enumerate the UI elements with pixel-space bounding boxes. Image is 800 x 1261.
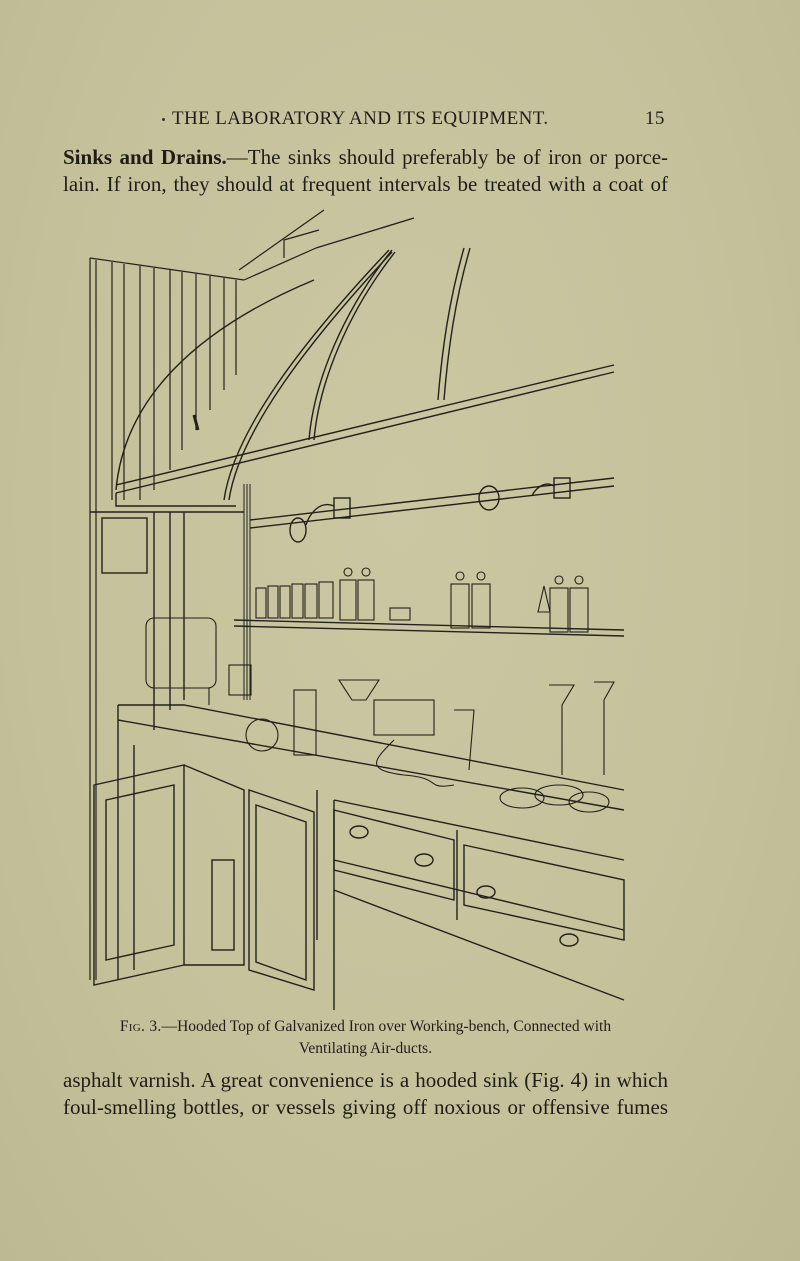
figure-label: Fig. 3. <box>119 1018 162 1035</box>
upper-cabinet-left <box>90 511 244 730</box>
working-bench <box>117 704 625 1010</box>
gas-pipe-with-lamps <box>249 477 615 543</box>
running-head-title: THE LABORATORY AND ITS EQUIPMENT. <box>172 108 549 129</box>
galvanized-hood <box>115 217 615 700</box>
figure-hooded-bench-illustration <box>89 209 625 1010</box>
section-heading: Sinks and Drains. <box>63 145 227 169</box>
reagent-bottles <box>255 567 589 633</box>
caption-text-line2: Ventilating Air-ducts. <box>298 1040 433 1057</box>
drawer-handle <box>414 853 434 867</box>
paragraph-line: foul-smelling bottles, or vessels giving… <box>63 1095 668 1119</box>
paragraph-line: lain. If iron, they should at frequent i… <box>63 172 668 196</box>
reagent-shelf <box>233 567 625 637</box>
running-head: THE LABORATORY AND ITS EQUIPMENT. 15 <box>0 108 800 132</box>
drawer-handle <box>476 885 496 899</box>
bench-apparatus <box>145 617 615 813</box>
open-cabinet-door <box>93 764 245 986</box>
paragraph-hooded-sink: asphalt varnish. A great convenience is … <box>63 1067 668 1121</box>
drawer-handle <box>349 825 369 839</box>
drawers <box>333 809 625 947</box>
wall-paneling <box>89 209 325 980</box>
figure-caption: Fig. 3.—Hooded Top of Galvanized Iron ov… <box>63 1016 668 1060</box>
drawer-handle <box>559 933 579 947</box>
paragraph-line: Sinks and Drains.—The sinks should prefe… <box>63 144 668 171</box>
paragraph-text: —The sinks should preferably be of iron … <box>226 145 669 169</box>
margin-dot <box>162 118 165 121</box>
cabinet-door-closed <box>248 789 315 991</box>
caption-text: —Hooded Top of Galvanized Iron over Work… <box>161 1018 612 1035</box>
paragraph-sinks-and-drains: Sinks and Drains.—The sinks should prefe… <box>63 144 668 198</box>
paragraph-line: asphalt varnish. A great convenience is … <box>63 1068 668 1092</box>
page-number: 15 <box>645 108 665 129</box>
